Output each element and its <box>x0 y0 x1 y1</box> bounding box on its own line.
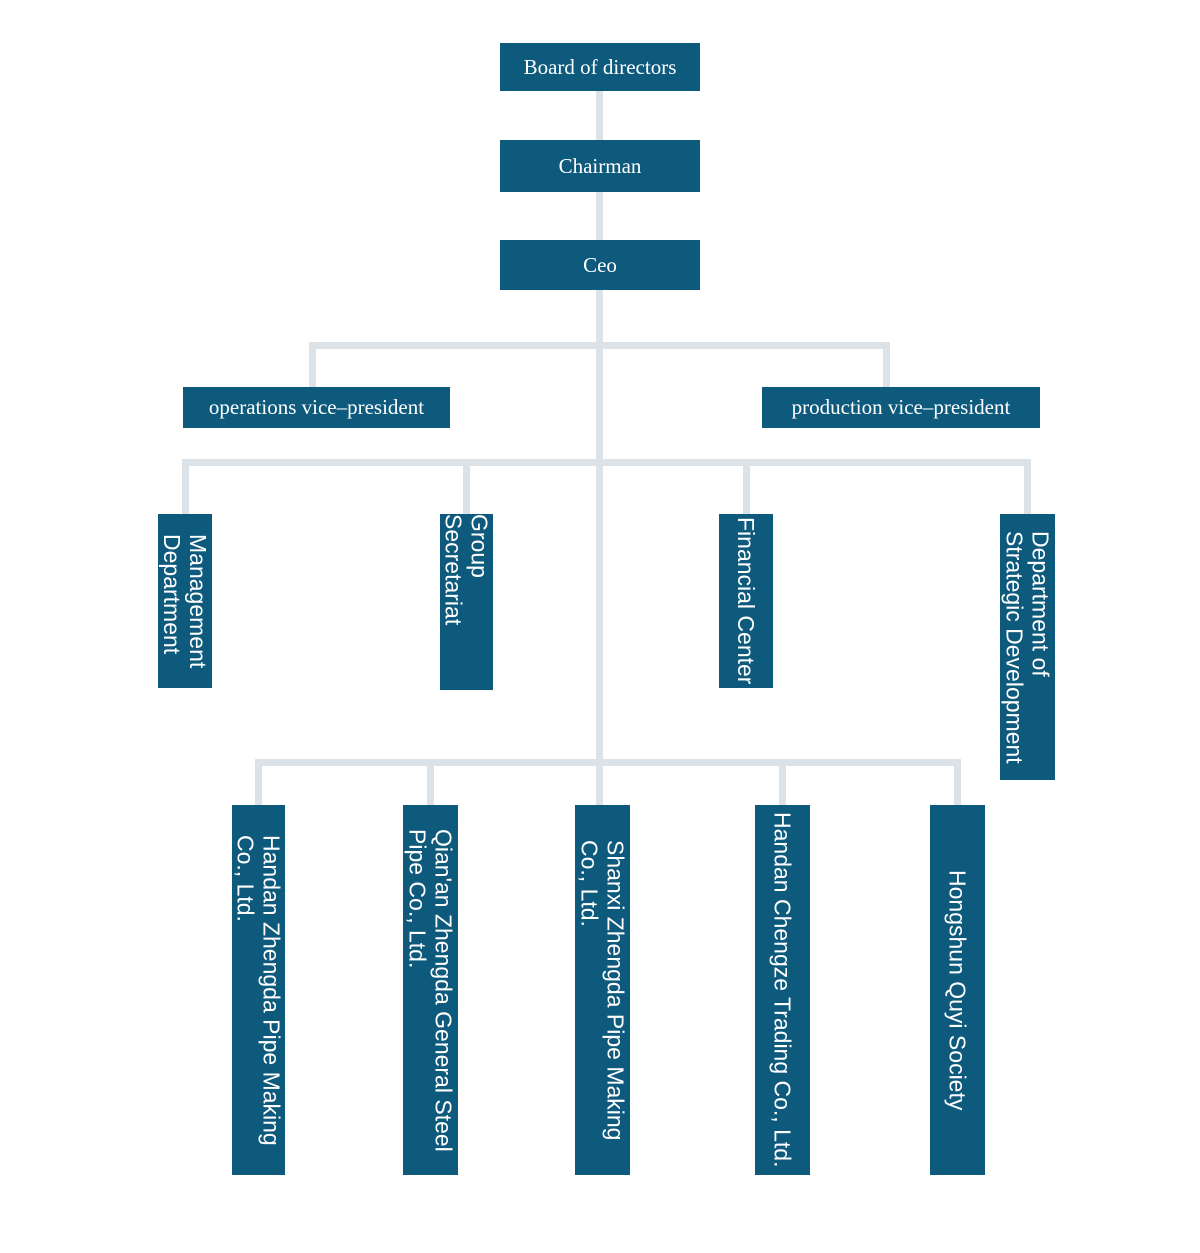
connector-ceo-trunk <box>596 290 603 805</box>
connector-handan-chengze <box>779 759 786 805</box>
org-node-financial-center: Financial Center <box>719 514 773 688</box>
org-node-hongshun-quyi-society: Hongshun Quyi Society <box>930 805 985 1175</box>
org-node-handan-chengze-trading: Handan Chengze Trading Co., Ltd. <box>755 805 810 1175</box>
org-node-label: Group Secretariat <box>440 514 493 626</box>
org-node-label: Financial Center <box>733 517 759 685</box>
org-node-label: Ceo <box>583 252 617 277</box>
org-node-label: Handan Zhengda Pipe Making Co., Ltd. <box>232 834 285 1146</box>
org-node-label: Chairman <box>558 153 642 178</box>
connector-dept-rail <box>182 459 1031 466</box>
connector-hongshun <box>954 759 961 805</box>
org-node-label: Shanxi Zhengda Pipe Making Co., Ltd. <box>576 839 629 1141</box>
connector-financial-center <box>743 459 750 514</box>
connector-operations-vp <box>309 342 316 387</box>
org-node-label: Qian'an Zhengda General Steel Pipe Co., … <box>404 828 457 1152</box>
org-node-shanxi-zhengda-pipe: Shanxi Zhengda Pipe Making Co., Ltd. <box>575 805 630 1175</box>
connector-chairman-ceo <box>596 192 603 240</box>
org-node-group-secretariat: Group Secretariat <box>440 514 493 690</box>
connector-group-secretariat <box>463 459 470 514</box>
org-node-label: Handan Chengze Trading Co., Ltd. <box>769 812 796 1168</box>
connector-vp-rail <box>309 342 890 349</box>
org-node-handan-zhengda-pipe: Handan Zhengda Pipe Making Co., Ltd. <box>232 805 285 1175</box>
org-node-label: Department of Strategic Development <box>1001 530 1054 764</box>
connector-board-chairman <box>596 91 603 140</box>
org-node-label: operations vice–president <box>208 395 425 419</box>
org-node-chairman: Chairman <box>500 140 700 192</box>
connector-production-vp <box>883 342 890 387</box>
org-node-production-vice-president: production vice–president <box>762 387 1040 428</box>
org-node-operations-vice-president: operations vice–president <box>183 387 450 428</box>
org-node-label: Hongshun Quyi Society <box>944 869 971 1111</box>
connector-subsidiary-rail <box>255 759 961 766</box>
org-node-label: production vice–president <box>791 395 1011 419</box>
connector-handan-zhengda <box>255 759 262 805</box>
org-node-board-of-directors: Board of directors <box>500 43 700 91</box>
connector-management <box>182 459 189 514</box>
org-node-qianan-zhengda-steel-pipe: Qian'an Zhengda General Steel Pipe Co., … <box>403 805 458 1175</box>
org-node-label: Board of directors <box>523 54 677 79</box>
connector-strategic-development <box>1024 459 1031 514</box>
org-node-label: Management Department <box>159 533 211 669</box>
org-node-management-department: Management Department <box>158 514 212 688</box>
org-node-ceo: Ceo <box>500 240 700 290</box>
connector-qianan-zhengda <box>427 759 434 805</box>
org-node-strategic-development: Department of Strategic Development <box>1000 514 1055 780</box>
